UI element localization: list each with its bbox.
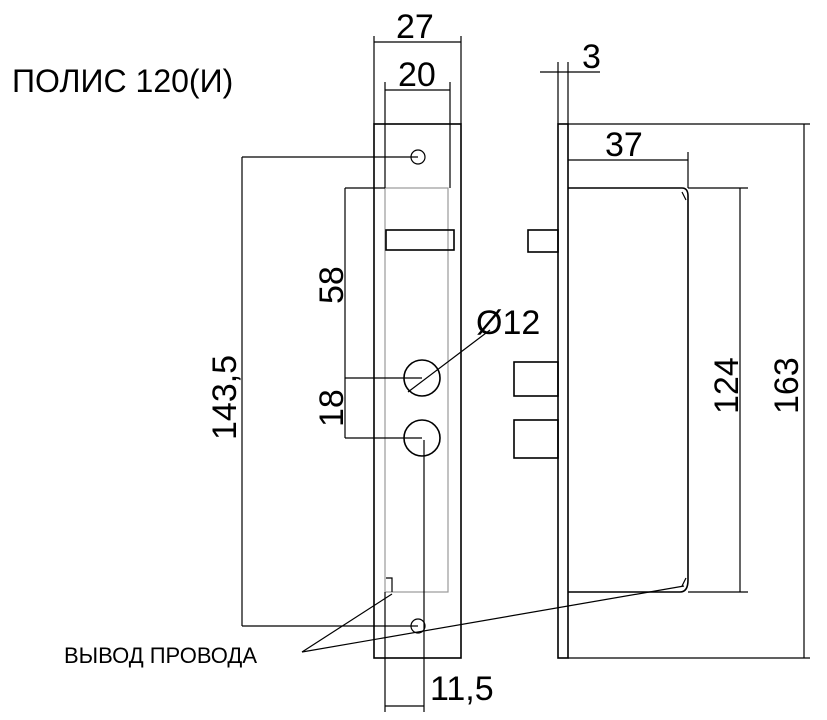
dim-wire-offset: 11,5: [430, 670, 494, 708]
dim-faceplate-height: 163: [768, 357, 806, 414]
dim-faceplate-width: 27: [396, 8, 434, 46]
faceplate-side: [557, 123, 569, 659]
wire-exit-notch: [386, 577, 393, 592]
dim-bolt-offset: 58: [313, 266, 351, 304]
faceplate-outline: [373, 123, 462, 659]
wire-exit-callout: ВЫВОД ПРОВОДА: [64, 585, 685, 668]
bolt-tongue-lower: [513, 419, 559, 459]
case-corner-marks: [681, 191, 687, 587]
dim-cylinder-spacing: 18: [313, 389, 351, 427]
model-title: ПОЛИС 120(И): [12, 63, 233, 99]
front-view: [373, 123, 462, 659]
case-body: [568, 187, 689, 593]
latch-side: [527, 229, 559, 253]
dim-case-height: 124: [708, 357, 746, 414]
dim-hole-diameter: Ø12: [476, 304, 540, 342]
side-dimensions: 3 37 124 163: [540, 38, 810, 659]
front-dimensions: 27 20 143,5 58 18 Ø12 11,5: [206, 8, 540, 712]
dim-faceplate-thickness: 3: [582, 38, 601, 76]
latch-slot: [385, 229, 455, 251]
dim-case-depth: 37: [605, 126, 643, 164]
dim-mount-spacing: 143,5: [206, 355, 244, 440]
body-hidden-outline: [384, 187, 449, 593]
side-view: [513, 123, 689, 659]
wire-exit-label: ВЫВОД ПРОВОДА: [64, 643, 257, 668]
dim-body-width: 20: [398, 56, 436, 94]
bolt-tongue-upper: [513, 361, 559, 397]
